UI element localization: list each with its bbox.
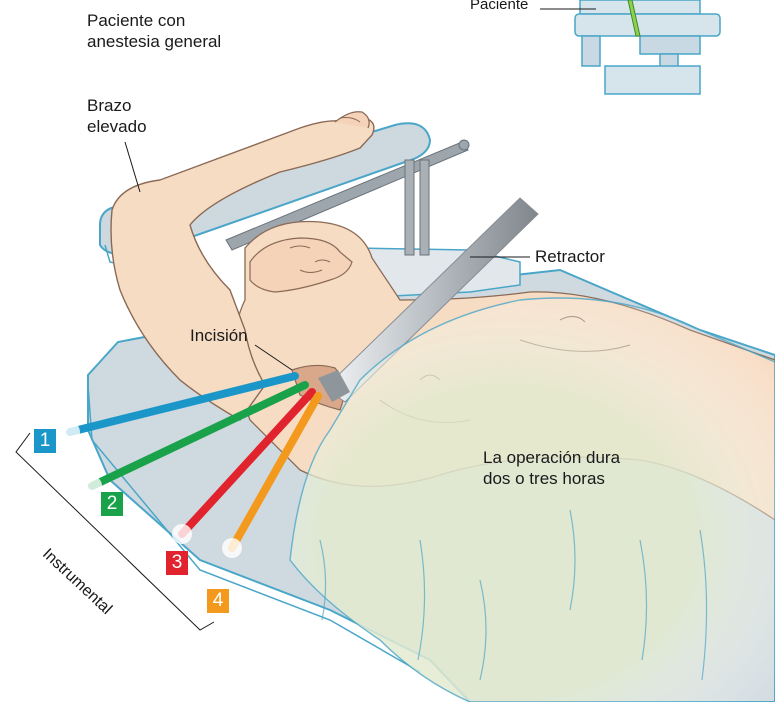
label-inset-patient: Paciente — [470, 0, 529, 13]
instrument-rods — [60, 372, 322, 558]
instrument-3-badge: 3 — [166, 551, 188, 575]
inset-table-drawing — [540, 0, 721, 95]
instrument-2-rod — [88, 381, 309, 490]
raised-arm — [110, 111, 375, 421]
instrument-4-badge: 4 — [207, 589, 229, 613]
instrument-2-badge: 2 — [101, 492, 123, 516]
retractor-stand — [225, 139, 470, 256]
leader-lines — [15, 141, 530, 631]
instrument-3-rod — [178, 388, 316, 538]
surgical-drape — [289, 297, 775, 703]
drape-folds — [319, 509, 708, 681]
label-incision: Incisión — [190, 326, 248, 345]
instrument-1-badge: 1 — [34, 429, 56, 453]
label-duration: La operación dura dos o tres horas — [483, 448, 621, 488]
label-raised-arm: Brazo elevado — [87, 96, 147, 136]
label-patient-anesthesia: Paciente con anestesia general — [87, 11, 222, 51]
instrument-4-rod — [228, 392, 322, 552]
instrument-1-rod — [66, 372, 299, 436]
label-retractor: Retractor — [535, 247, 605, 266]
retractor-blade — [318, 197, 539, 403]
